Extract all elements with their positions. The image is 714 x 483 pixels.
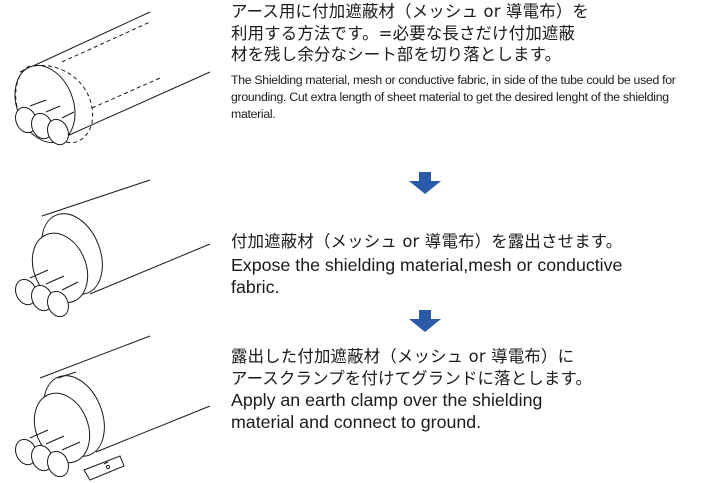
step-3-en-line-2: material and connect to ground. <box>231 412 482 432</box>
down-arrow-icon <box>409 172 441 194</box>
step-1-en-text: The Shielding material, mesh or conducti… <box>231 72 676 121</box>
step-3-jp-line-1: 露出した付加遮蔽材（メッシュ or 導電布）に <box>231 347 575 366</box>
step-1-jp-line-2: 利用する方法です。=必要な長さだけ付加遮蔽 <box>231 23 576 43</box>
step-3-en-line-1: Apply an earth clamp over the shielding <box>231 390 543 410</box>
step-1-jp-line-3: 材を残し余分なシート部を切り落とします。 <box>231 45 562 64</box>
step-3: 露出した付加遮蔽材（メッシュ or 導電布）に アースクランプを付けてグランドに… <box>231 346 706 433</box>
step-1: アース用に付加遮蔽材（メッシュ or 導電布）を 利用する方法です。=必要な長さ… <box>231 1 706 123</box>
step-2: 付加遮蔽材（メッシュ or 導電布）を露出させます。 Expose the sh… <box>231 231 706 298</box>
down-arrow-icon <box>409 310 441 332</box>
cable-with-shield-sheet-illustration <box>14 11 211 146</box>
step-2-en-line-2: fabric. <box>231 276 280 297</box>
cable-exposed-shield-illustration <box>15 179 211 318</box>
step-2-jp-line-1: 付加遮蔽材（メッシュ or 導電布）を露出させます。 <box>231 232 623 251</box>
step-1-jp-line-1: アース用に付加遮蔽材（メッシュ or 導電布）を <box>231 2 589 21</box>
cable-earth-clamp-illustration <box>15 335 211 481</box>
step-3-jp-line-2: アースクランプを付けてグランドに落とします。 <box>231 368 593 388</box>
step-2-en-line-1: Expose the shielding material,mesh or co… <box>231 254 623 275</box>
